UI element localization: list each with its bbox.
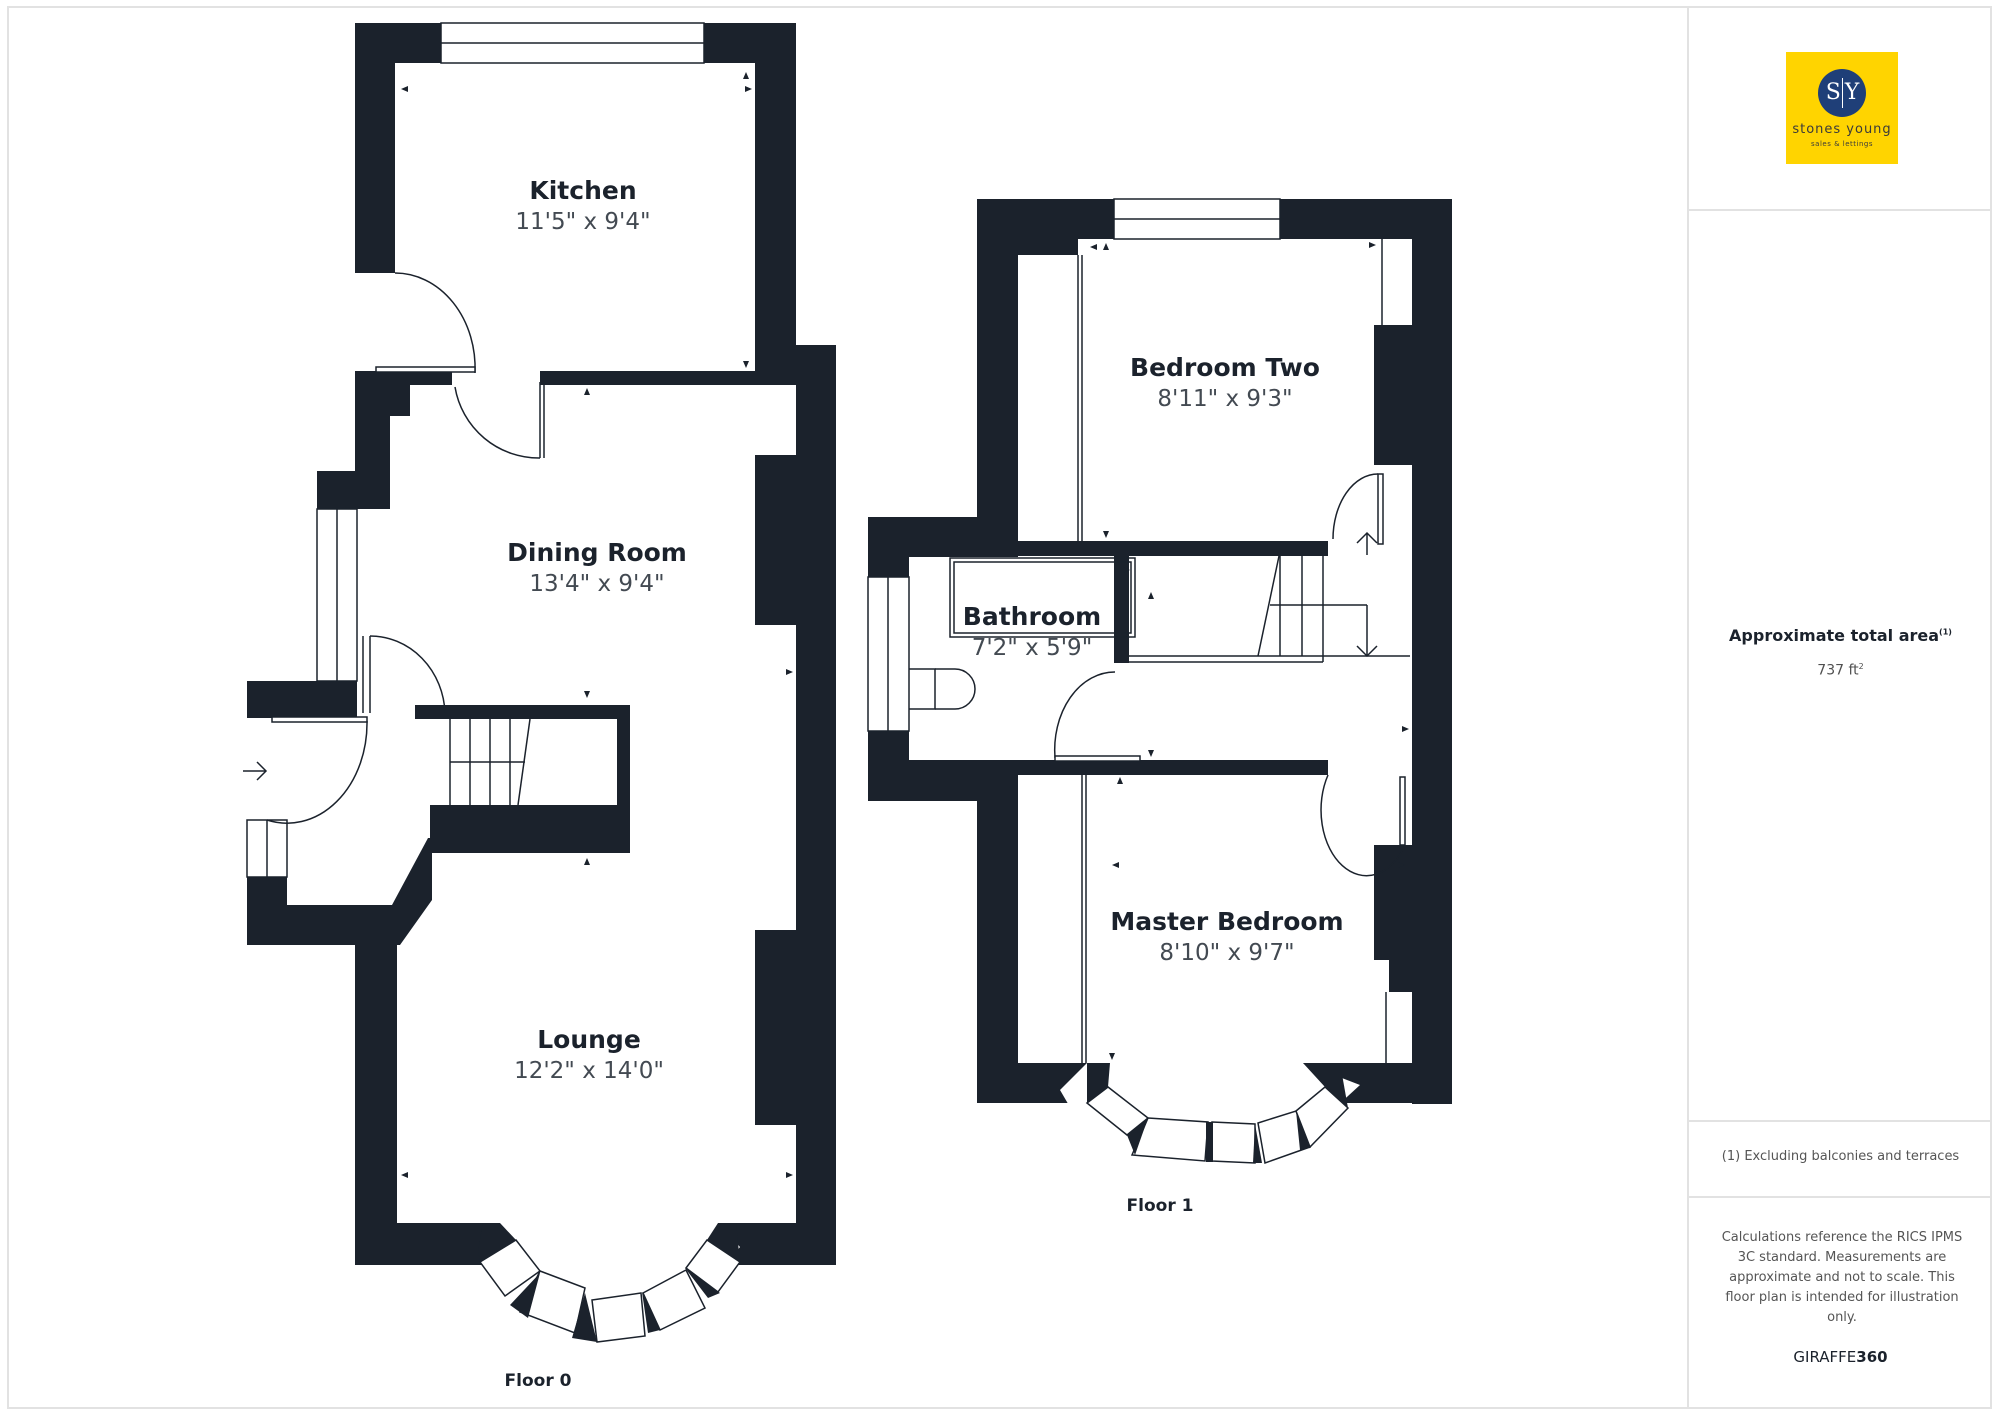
upstairs-stairs (1129, 555, 1410, 663)
front-door-swing (266, 720, 368, 824)
brand-bold: 360 (1856, 1348, 1888, 1366)
total-area-title: Approximate total area(1) (1689, 626, 1992, 645)
toilet (909, 668, 936, 710)
room-dimensions: 11'5" x 9'4" (515, 209, 651, 235)
room-bedroom-two: Bedroom Two 8'11" x 9'3" (1130, 353, 1320, 415)
room-name: Bedroom Two (1130, 353, 1320, 382)
room-name: Bathroom (962, 602, 1102, 631)
footnote-text: (1) Excluding balconies and terraces (1721, 1149, 1960, 1164)
room-name: Kitchen (529, 176, 637, 205)
logo-name: stones young (1792, 122, 1892, 137)
main-walls (247, 345, 836, 1265)
area-value-text: 737 ft (1817, 662, 1859, 679)
room-master-bedroom: Master Bedroom 8'10" x 9'7" (1110, 907, 1343, 969)
room-dimensions: 13'4" x 9'4" (529, 571, 665, 597)
brand-light: GIRAFFE (1793, 1348, 1857, 1366)
dimension-markers (401, 72, 1409, 1178)
page-frame (7, 6, 1992, 1409)
master-door-swing (1320, 774, 1406, 877)
room-lounge: Lounge 12'2" x 14'0" (514, 1025, 664, 1087)
bedroom-two-door-swing (1332, 473, 1379, 540)
logo-tagline: sales & lettings (1811, 140, 1873, 148)
lounge-bay-window (478, 1223, 742, 1343)
kitchen-door-swing (394, 272, 476, 374)
total-area-value: 737 ft2 (1689, 662, 1992, 679)
room-dimensions: 8'10" x 9'7" (1159, 940, 1295, 966)
area-unit-superscript: 2 (1858, 662, 1864, 671)
room-name: Dining Room (507, 538, 687, 567)
floor-0-label: Floor 0 (504, 1371, 572, 1391)
monogram-right: Y (1844, 80, 1859, 105)
room-name: Lounge (537, 1025, 641, 1054)
hall-door-swing (369, 635, 446, 714)
floor-plan: Kitchen 11'5" x 9'4" Dining Room 13'4" x… (243, 22, 1452, 1391)
area-title-text: Approximate total area (1729, 626, 1940, 645)
kitchen-walls (355, 23, 796, 385)
ground-stairs (449, 718, 531, 806)
room-dimensions: 12'2" x 14'0" (514, 1058, 664, 1084)
room-kitchen: Kitchen 11'5" x 9'4" (515, 176, 650, 238)
area-footnote-marker: (1) (1939, 627, 1952, 637)
master-bay-window (1060, 1063, 1360, 1165)
disclaimer-text: Calculations reference the RICS IPMS 3C … (1721, 1230, 1963, 1325)
floor-1-label: Floor 1 (1126, 1196, 1194, 1216)
room-dimensions: 7'2" x 5'9" (971, 635, 1093, 661)
bath (949, 557, 1136, 638)
room-bathroom: Bathroom 7'2" x 5'9" (963, 602, 1101, 664)
bathroom-door-swing (1053, 671, 1116, 759)
room-dining-room: Dining Room 13'4" x 9'4" (507, 538, 687, 600)
monogram-left: S (1825, 80, 1841, 105)
room-dimensions: 8'11" x 9'3" (1157, 386, 1293, 412)
floor1-walls (868, 199, 1452, 1104)
giraffe360-brand: GIRAFFE360 (1689, 1348, 1992, 1366)
footnote-cell: (1) Excluding balconies and terraces (1689, 1120, 1992, 1198)
monogram-divider (1841, 78, 1843, 108)
dining-door-swing (454, 386, 541, 459)
room-name: Master Bedroom (1110, 907, 1344, 936)
